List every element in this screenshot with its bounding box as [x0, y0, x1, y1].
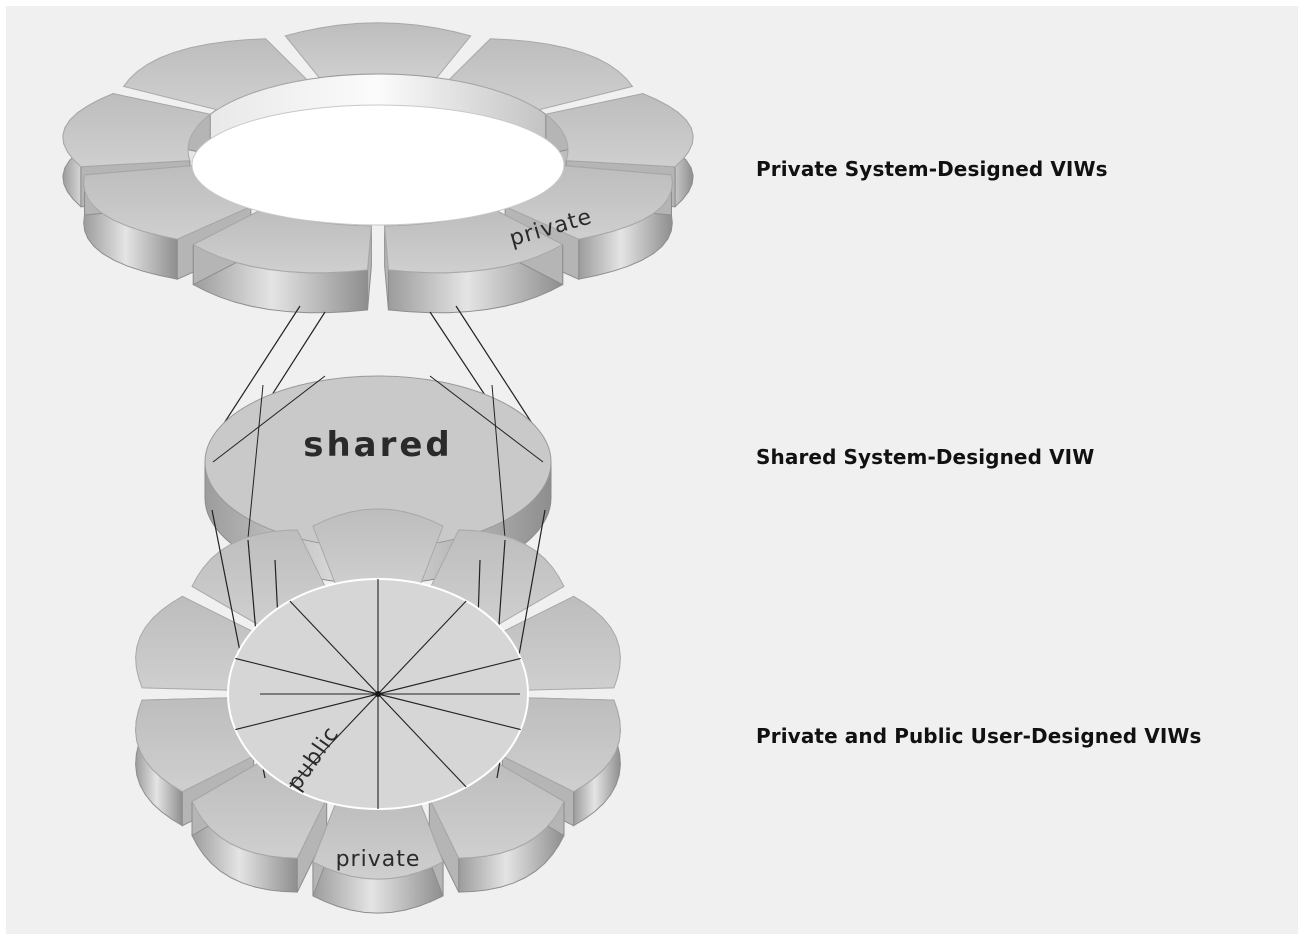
top-private-ring: [62, 22, 694, 314]
bottom-private-label: private: [336, 847, 421, 872]
bottom-ring-segment: [312, 800, 444, 914]
bottom-ring-segment: [135, 697, 255, 827]
top-ring-segment: [384, 209, 564, 314]
caption-shared-system-viw: Shared System-Designed VIW: [756, 445, 1095, 469]
top-ring-segment: [192, 209, 372, 314]
top-ring-segment: [448, 38, 634, 111]
bottom-base-circle: [227, 578, 529, 810]
top-ring-segment: [122, 38, 308, 111]
caption-private-system-viws: Private System-Designed VIWs: [756, 157, 1108, 181]
bottom-ring-segment: [428, 761, 565, 893]
caption-user-designed-viws: Private and Public User-Designed VIWs: [756, 724, 1202, 748]
bottom-ring-segment: [312, 508, 444, 588]
top-ring-segment: [284, 22, 472, 79]
shared-label: shared: [303, 425, 453, 465]
top-ring-hole: [191, 104, 565, 226]
